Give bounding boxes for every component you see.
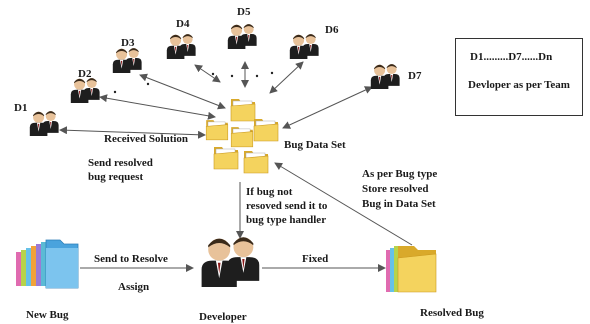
if-not-resolved-line2: resoved send it to [246, 200, 328, 212]
arrow-d6-hub [269, 61, 304, 94]
new-bug-stack-icon [16, 239, 79, 289]
new-bug-label: New Bug [26, 309, 69, 321]
developer-label: D4 [176, 18, 190, 30]
legend-range: D1.........D7......Dn [470, 51, 553, 63]
arrows-layer [59, 61, 413, 272]
fixed-label: Fixed [302, 253, 328, 265]
send-to-resolve-label: Send to Resolve [94, 253, 168, 265]
person-pair-icon [290, 34, 319, 59]
arrow-d2-hub [99, 94, 216, 120]
person-pair-icon [167, 34, 196, 59]
legend-box: D1.........D7......Dn Devloper as per Te… [455, 38, 583, 116]
developer-label: D3 [121, 37, 135, 49]
developer-label: D5 [237, 6, 251, 18]
developer-d6: D6 [290, 24, 339, 59]
person-pair-icon [30, 111, 59, 136]
as-per-bug-type-line2: Store resolved [362, 183, 429, 195]
person-pair-icon [202, 237, 260, 287]
developer-d2: D2 [71, 68, 100, 103]
send-resolved-label-line2: bug request [88, 171, 143, 183]
developer-d3: D3 [113, 37, 142, 73]
ellipsis-dots [113, 71, 274, 94]
arrow-d3-hub [139, 73, 226, 110]
developer-label: D2 [78, 68, 92, 80]
folder-icon [213, 146, 239, 170]
developer-label: D6 [325, 24, 339, 36]
bug-data-set-hub: Bug Data Set [205, 98, 346, 174]
resolved-bug-folder-icon [386, 246, 437, 293]
developer-d5: D5 [228, 6, 257, 49]
folder-icon [243, 150, 269, 174]
received-solution-label: Received Solution [104, 133, 188, 145]
folder-icon [230, 126, 254, 148]
developer-d7: D7 [371, 64, 422, 89]
as-per-bug-type-line1: As per Bug type [362, 168, 437, 180]
resolved-bug-label: Resolved Bug [420, 307, 484, 319]
legend-description: Devloper as per Team [468, 79, 570, 91]
folder-icon [205, 119, 229, 141]
arrow-d4-hub [194, 64, 221, 83]
arrow-d1-hub [59, 126, 206, 139]
folder-icon [253, 118, 279, 142]
developer-label: D7 [408, 70, 422, 82]
as-per-bug-type-line3: Bug in Data Set [362, 198, 436, 210]
if-not-resolved-line3: bug type handler [246, 214, 326, 226]
assign-label: Assign [118, 281, 149, 293]
send-resolved-label-line1: Send resolved [88, 157, 153, 169]
developer-label: D1 [14, 102, 27, 114]
folder-icon [230, 98, 256, 122]
developer-d4: D4 [167, 18, 196, 59]
hub-label: Bug Data Set [284, 139, 346, 151]
central-developer [202, 237, 260, 287]
person-pair-icon [228, 24, 257, 49]
developer-d1: D1 [14, 102, 59, 136]
person-pair-icon [113, 48, 142, 73]
arrow-d7-hub [282, 86, 373, 129]
if-not-resolved-line1: If bug not [246, 186, 293, 198]
developer-node-label: Developer [199, 311, 247, 323]
person-pair-icon [371, 64, 400, 89]
arrow-resolved-to-hub [274, 162, 413, 246]
person-pair-icon [71, 78, 100, 103]
